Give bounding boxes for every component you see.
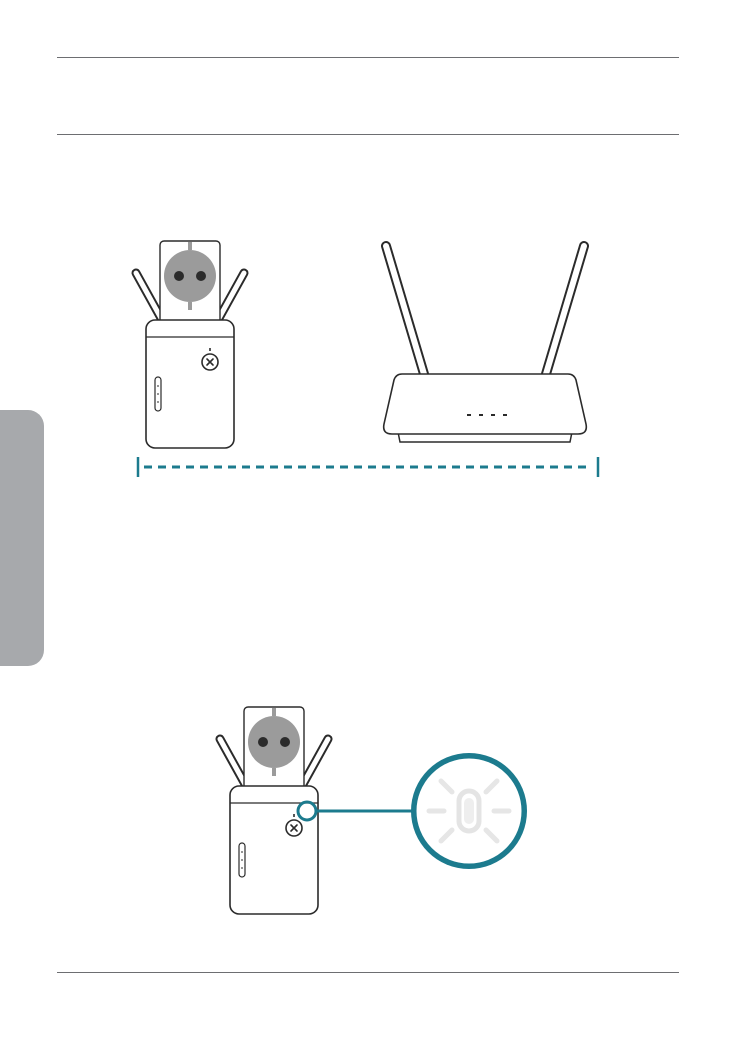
router-icon [384,246,587,442]
extender-icon [136,241,244,448]
extender-icon [220,707,328,914]
distance-dashed-line [138,457,598,477]
